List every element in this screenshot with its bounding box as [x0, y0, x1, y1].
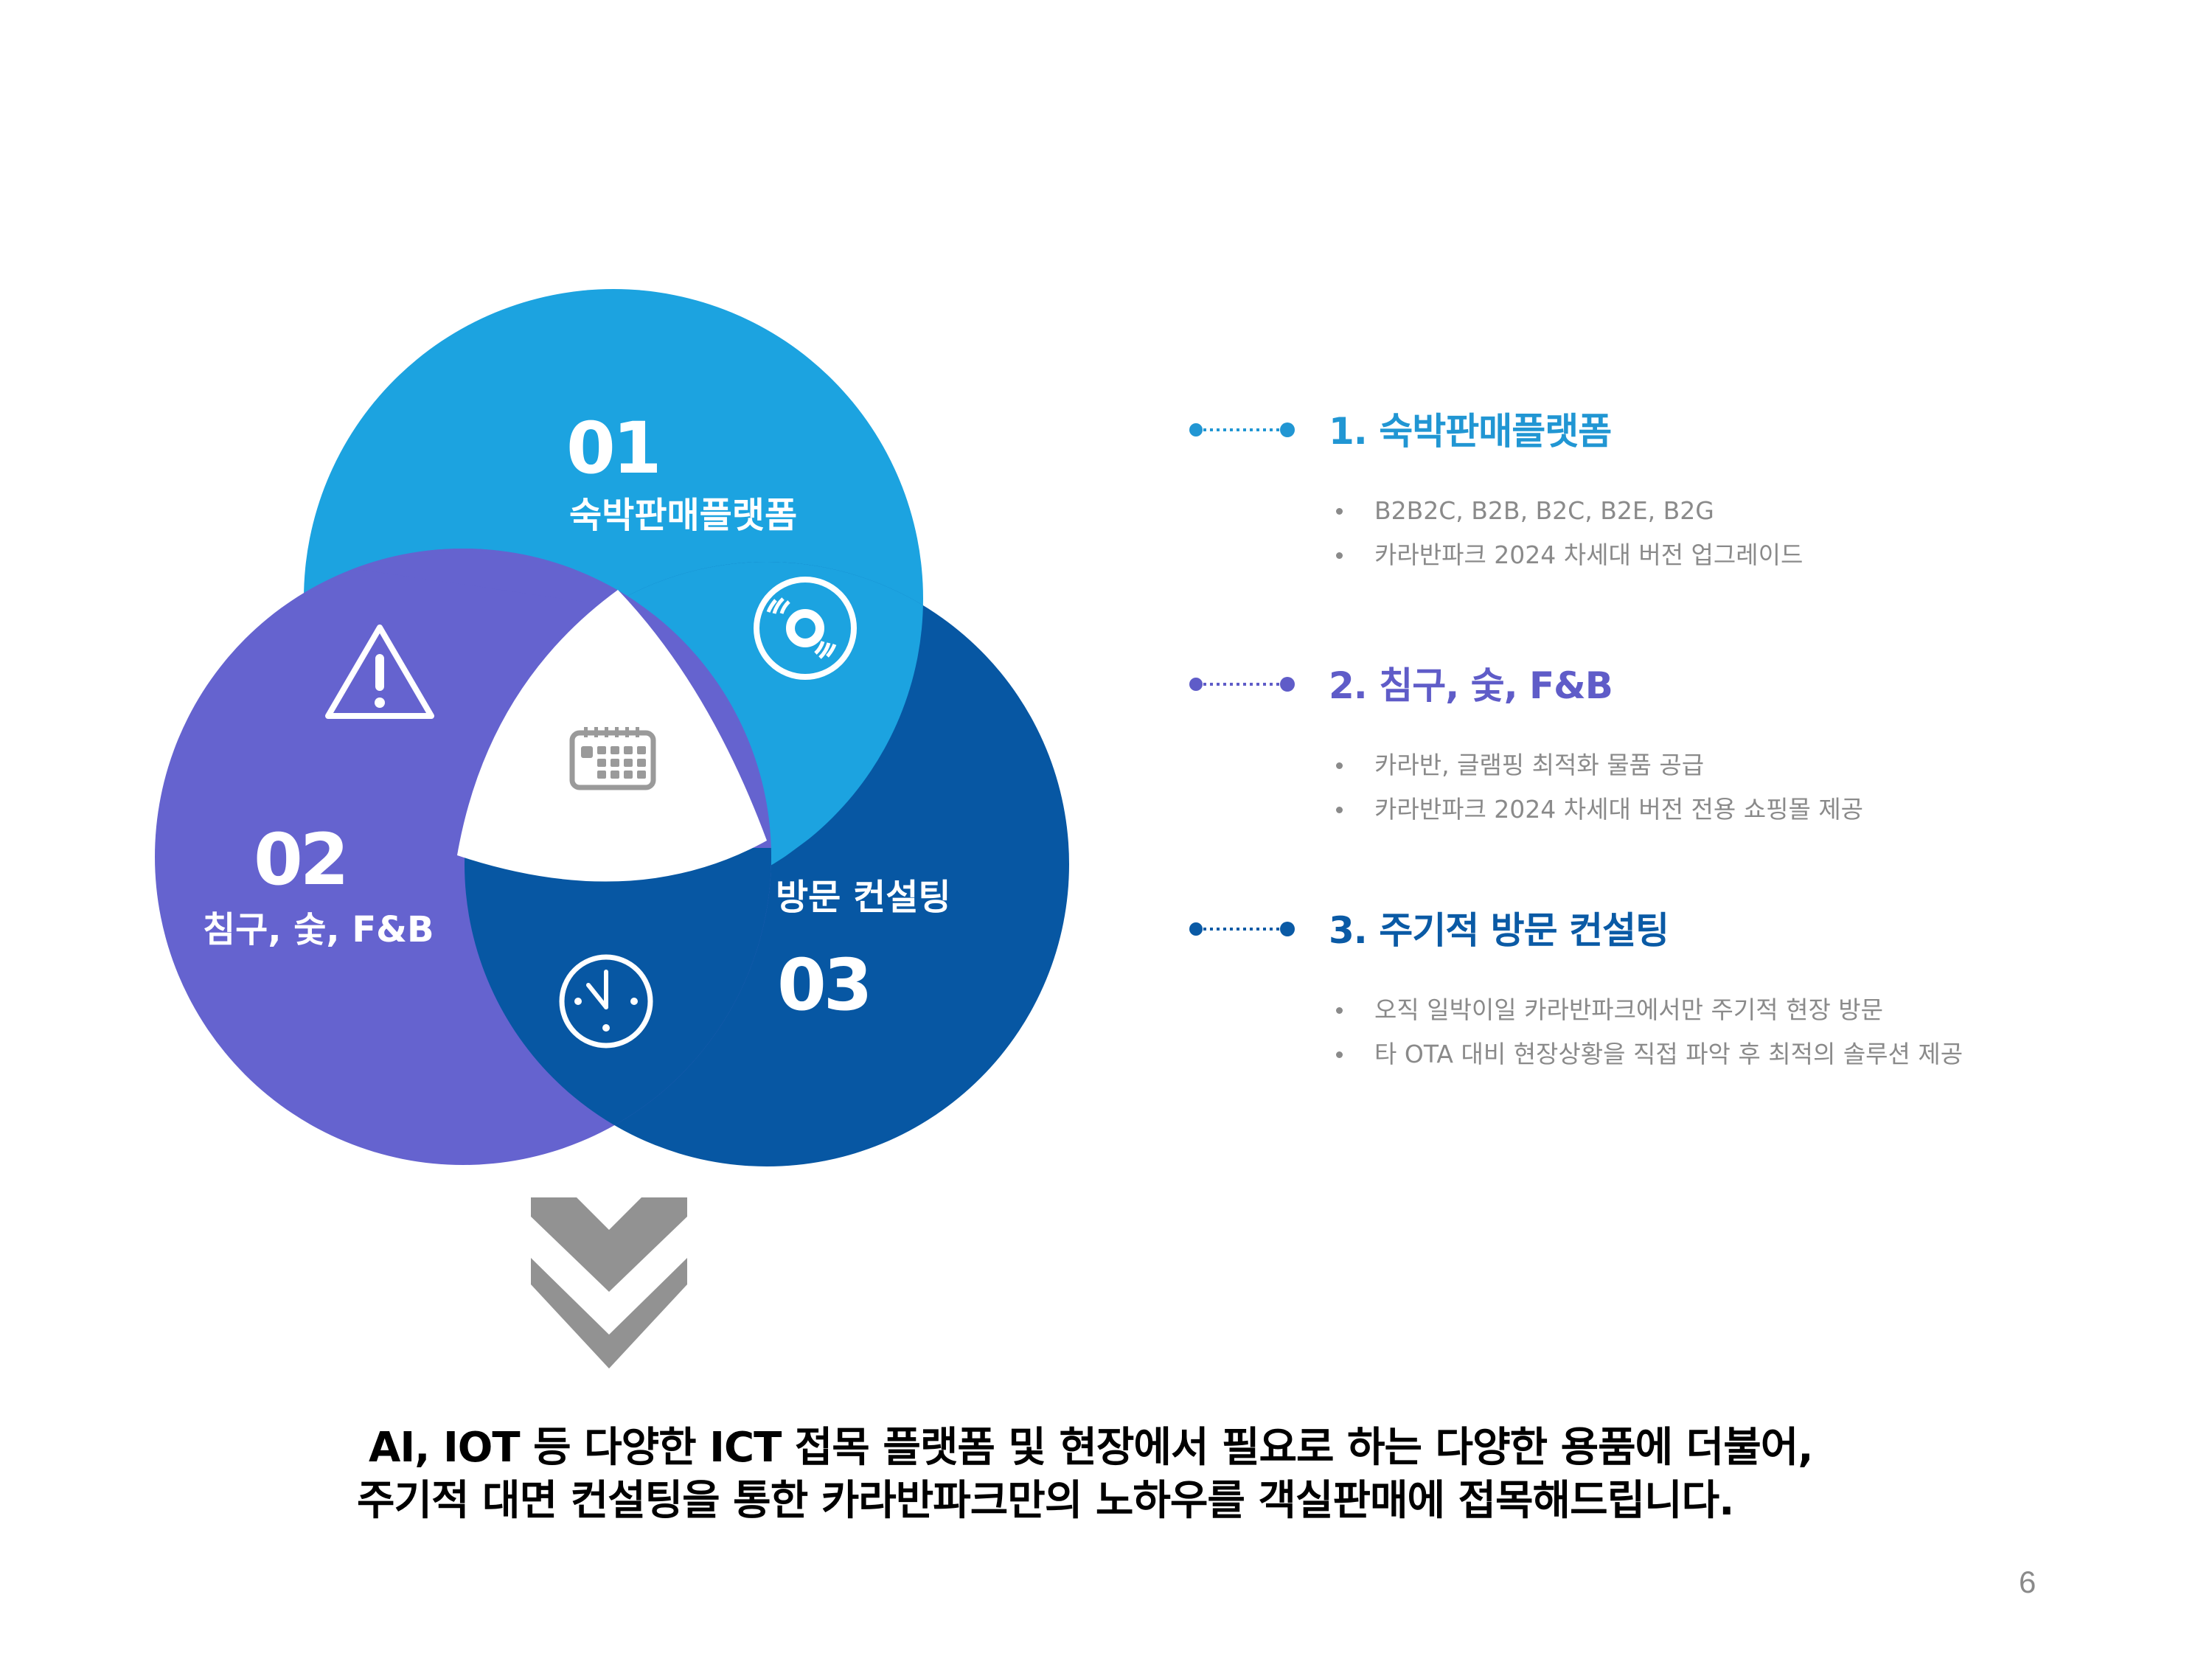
- section-1-heading: 1. 숙박판매플랫폼: [1329, 410, 1612, 453]
- center-region: [457, 590, 767, 882]
- summary-line-1: AI, IOT 등 다양한 ICT 접목 플랫폼 및 현장에서 필요로 하는 다…: [369, 1424, 1814, 1472]
- venn-shapes: [155, 289, 1069, 1166]
- bullet-item: 카라반파크 2024 차세대 버전 전용 쇼핑몰 제공: [1336, 787, 1863, 832]
- double-chevron-down-icon: [531, 1197, 687, 1368]
- bullet-item: B2B2C, B2B, B2C, B2E, B2G: [1336, 489, 1803, 533]
- bullet-item: 카라반, 글램핑 최적화 물품 공급: [1336, 743, 1863, 787]
- page-number: 6: [2019, 1565, 2037, 1599]
- warning-icon: [325, 625, 434, 719]
- calendar-icon: [569, 727, 656, 790]
- summary-line-2: 주기적 대면 컨설팅을 통한 카라반파크만의 노하우를 객실판매에 접목해드립니…: [357, 1477, 1734, 1525]
- circle-03-label: 방문 컨설팅: [776, 877, 951, 918]
- circle-03-number: 03: [777, 944, 873, 1026]
- bullet-dot-icon: [1336, 1051, 1343, 1058]
- section-2-heading: 2. 침구, 숯, F&B: [1329, 664, 1613, 707]
- section-3-heading: 3. 주기적 방문 컨설팅: [1329, 909, 1669, 952]
- bullet-item: 카라반파크 2024 차세대 버전 업그레이드: [1336, 533, 1803, 577]
- bullet-dot-icon: [1336, 508, 1343, 515]
- connector-line-icon: [1189, 677, 1295, 692]
- bullet-item: 오직 일박이일 카라반파크에서만 주기적 현장 방문: [1336, 988, 1963, 1032]
- connector-line-icon: [1189, 922, 1295, 936]
- clock-icon: [559, 954, 653, 1048]
- section-1-bullets: B2B2C, B2B, B2C, B2E, B2G 카라반파크 2024 차세대…: [1336, 489, 1803, 577]
- circle-02-label: 침구, 숯, F&B: [203, 909, 434, 950]
- bullet-dot-icon: [1336, 1007, 1343, 1014]
- connector-line-icon: [1189, 422, 1295, 437]
- section-3-bullets: 오직 일박이일 카라반파크에서만 주기적 현장 방문 타 OTA 대비 현장상황…: [1336, 988, 1963, 1077]
- circle-02-number: 02: [254, 818, 349, 901]
- bullet-dot-icon: [1336, 807, 1343, 813]
- circle-01-number: 01: [566, 407, 662, 490]
- disc-icon: [754, 577, 857, 680]
- circle-01-label: 숙박판매플랫폼: [569, 495, 798, 536]
- bullet-item: 타 OTA 대비 현장상황을 직접 파악 후 최적의 솔루션 제공: [1336, 1032, 1963, 1077]
- bullet-dot-icon: [1336, 552, 1343, 559]
- section-2-bullets: 카라반, 글램핑 최적화 물품 공급 카라반파크 2024 차세대 버전 전용 …: [1336, 743, 1863, 832]
- bullet-dot-icon: [1336, 762, 1343, 769]
